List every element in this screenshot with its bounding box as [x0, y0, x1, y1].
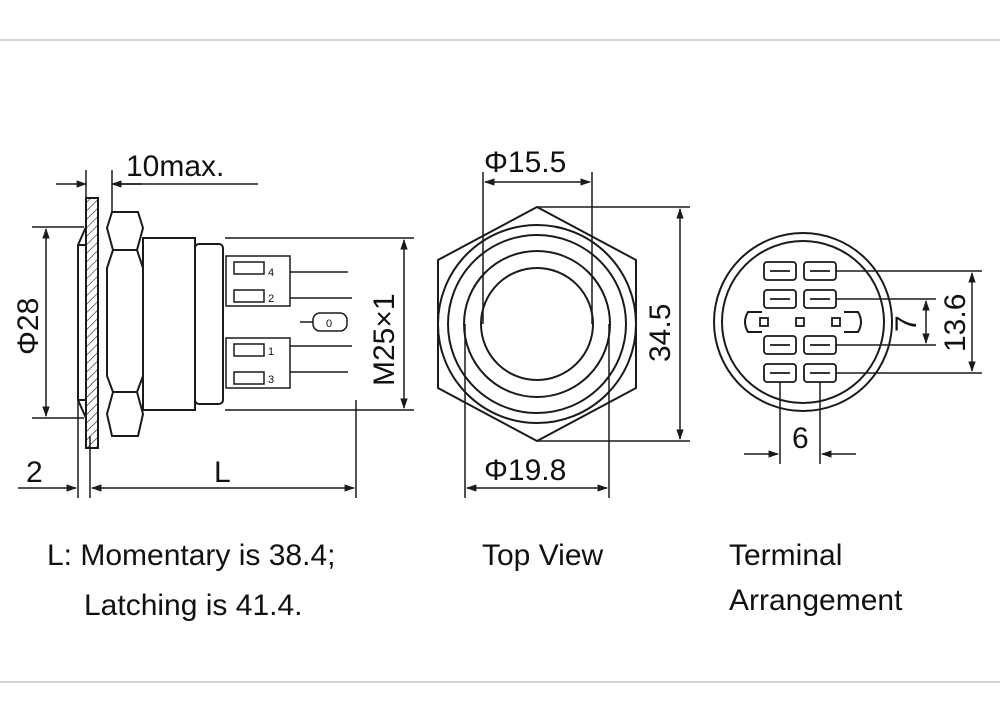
terminal-number-3: 3	[268, 374, 274, 386]
terminal-view: 13.6 7 6 Terminal Arrangement	[713, 232, 982, 617]
dimension-diameter-28	[32, 226, 84, 419]
thread-label: M25×1	[368, 293, 401, 386]
terminal-number-1: 1	[268, 346, 274, 358]
terminal-number-2: 2	[268, 293, 274, 305]
inner-diameter-label: Φ15.5	[484, 146, 566, 179]
dimension-across-flats	[537, 206, 690, 442]
across-flats-label: 34.5	[644, 304, 677, 362]
side-view: 4 2 0 1 3 10max. Φ28 M25×1	[12, 150, 414, 498]
top-view: Φ15.5 Φ19.8 34.5 Top View	[437, 146, 690, 572]
inner-spacing-label: 7	[890, 315, 923, 332]
terminal-view-body	[713, 232, 893, 412]
note-line2: Latching is 41.4.	[84, 589, 302, 622]
terminal-caption-line1: Terminal	[729, 539, 842, 572]
terminal-block	[225, 255, 352, 389]
dimension-10max	[56, 170, 258, 212]
dimension-outer-diameter	[464, 324, 610, 498]
dimension-outer-spacing	[836, 270, 982, 374]
bezel-label: 2	[26, 456, 43, 489]
top-dimension-label: 10max.	[126, 150, 224, 183]
length-note: L: Momentary is 38.4; Latching is 41.4.	[47, 539, 335, 622]
side-view-body	[77, 197, 224, 449]
length-label: L	[214, 456, 231, 489]
outer-spacing-label: 13.6	[939, 294, 972, 352]
terminal-caption-line2: Arrangement	[729, 584, 903, 617]
dimension-inner-spacing	[836, 298, 936, 346]
top-view-body	[437, 205, 637, 443]
dimension-thread	[225, 237, 414, 411]
dimension-length	[18, 400, 357, 498]
terminal-pads	[759, 261, 841, 383]
width-label: 6	[792, 422, 809, 455]
terminal-number-4: 4	[268, 267, 274, 279]
top-view-caption: Top View	[482, 539, 604, 572]
dimension-width	[744, 382, 856, 464]
dimension-inner-diameter	[482, 172, 593, 324]
diameter-label: Φ28	[12, 298, 45, 355]
note-line1: L: Momentary is 38.4;	[47, 539, 335, 572]
outer-diameter-label: Φ19.8	[484, 454, 566, 487]
terminal-number-0: 0	[326, 318, 332, 330]
